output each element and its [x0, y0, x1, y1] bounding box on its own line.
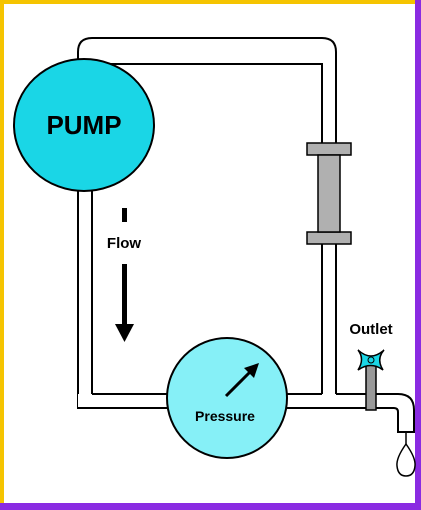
pump-label: PUMP [46, 110, 121, 140]
outlet-valve: Outlet [349, 321, 416, 477]
pipe-clamp-connector [317, 154, 341, 233]
pump: PUMP [13, 58, 155, 192]
flow-label: Flow [107, 235, 141, 252]
flow-indicator: Flow [107, 208, 141, 342]
pipe-clamp-lower [306, 231, 352, 245]
down-arrow-icon [115, 264, 134, 342]
faucet-valve-icon[interactable] [357, 349, 385, 411]
outlet-label: Outlet [349, 321, 392, 338]
arrow-up-right-icon [224, 363, 259, 398]
water-drop-icon [396, 432, 416, 477]
pressure-label: Pressure [195, 408, 255, 424]
pipe-clamp-upper [306, 142, 352, 156]
pressure-gauge: Pressure [166, 337, 288, 459]
